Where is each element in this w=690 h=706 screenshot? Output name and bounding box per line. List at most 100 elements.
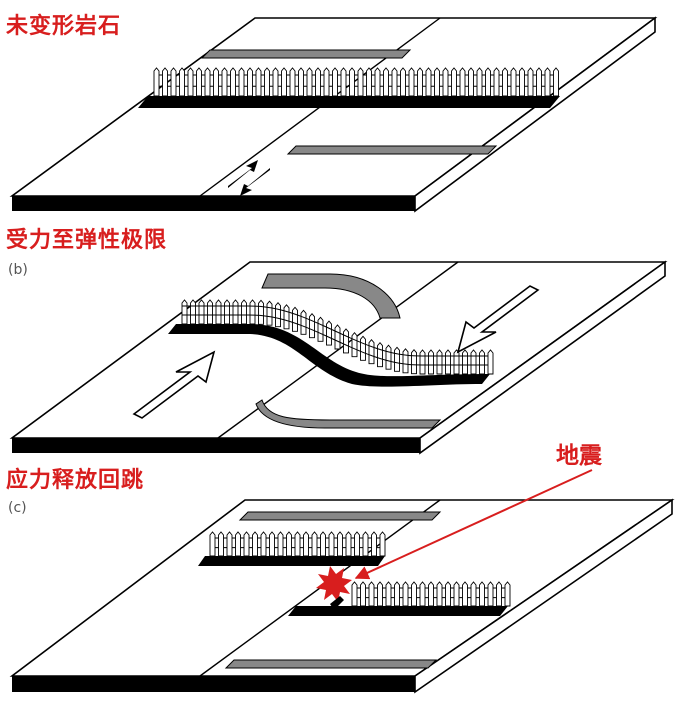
fence-picket	[204, 67, 211, 97]
fence-rail	[379, 357, 387, 361]
fence-picket	[334, 324, 341, 350]
picket-fence	[209, 531, 511, 607]
road-stripe	[200, 49, 412, 59]
fence-picket	[453, 581, 460, 607]
fence-picket	[162, 67, 168, 97]
picket-fence	[153, 67, 559, 97]
fence-picket	[340, 67, 347, 97]
fence-picket	[419, 349, 426, 375]
fence-rail	[403, 354, 411, 357]
fence-rail	[349, 346, 357, 350]
fence-rail	[271, 307, 279, 310]
fence-rail	[373, 356, 381, 359]
bent-road	[261, 273, 401, 319]
fence-rail	[367, 353, 375, 357]
fence-rail	[343, 334, 351, 339]
fence-picket	[170, 67, 177, 97]
fence-picket	[247, 67, 253, 97]
panel-a-title: 未变形岩石	[6, 14, 122, 39]
fence-picket	[527, 67, 534, 97]
fence-picket	[470, 349, 477, 375]
fence-picket	[468, 67, 474, 97]
fence-rail	[313, 330, 321, 334]
fence-picket	[181, 299, 188, 325]
fence-picket	[553, 67, 559, 97]
fence-rail	[385, 350, 393, 354]
fence-rail	[307, 327, 315, 332]
fence-rail	[391, 361, 399, 364]
fence-picket	[275, 302, 281, 328]
fence-picket	[218, 531, 224, 557]
direction-arrow-icon	[132, 285, 540, 419]
fence-picket	[252, 531, 258, 557]
fence-picket	[215, 299, 222, 325]
fence-picket	[311, 531, 318, 557]
fence-rail	[277, 308, 285, 312]
fence-picket	[289, 67, 296, 97]
fence-picket	[190, 299, 196, 325]
fence-picket	[502, 67, 508, 97]
fence-picket	[269, 531, 275, 557]
fence-rail	[367, 344, 375, 348]
fence-picket	[377, 581, 383, 607]
fence-picket	[349, 67, 355, 97]
fence-picket	[371, 531, 377, 557]
fence-picket	[230, 67, 236, 97]
fence-picket	[317, 316, 324, 342]
fence-base	[168, 324, 490, 387]
fence-rail	[259, 314, 267, 317]
slab-side-edge	[419, 260, 666, 455]
fence-rail	[373, 347, 381, 350]
fence-rail	[277, 317, 285, 321]
fence-rail	[289, 321, 297, 324]
fence-rail	[337, 340, 345, 345]
fence-picket	[436, 349, 443, 375]
fence-picket	[235, 531, 241, 557]
slab-side-edge	[414, 498, 673, 694]
fence-picket	[209, 531, 216, 557]
fence-picket	[221, 67, 228, 97]
fence-picket	[315, 67, 321, 97]
fence-rail	[385, 359, 393, 363]
fence-rail	[295, 323, 303, 327]
burst-icon	[316, 566, 352, 610]
fence-rail	[301, 316, 309, 320]
fence-picket	[323, 67, 330, 97]
fence-picket	[462, 349, 468, 375]
fence-picket	[294, 531, 301, 557]
fence-picket	[434, 67, 440, 97]
fence-base	[198, 556, 385, 566]
fence-rail	[307, 318, 315, 323]
fence-picket	[264, 67, 270, 97]
fence-rail	[337, 331, 345, 336]
fence-picket	[402, 581, 409, 607]
panel-c-sublabel: (c)	[8, 500, 27, 516]
fence-picket	[493, 67, 500, 97]
road-stripe	[286, 145, 498, 155]
fence-picket	[519, 67, 525, 97]
fence-picket	[292, 306, 298, 332]
road-stripe	[238, 511, 442, 521]
fence-picket	[377, 341, 383, 368]
fence-rail	[283, 310, 291, 314]
fence-picket	[277, 531, 284, 557]
fence-picket	[303, 531, 309, 557]
fence-picket	[485, 67, 491, 97]
fence-picket	[470, 581, 477, 607]
fence-base	[138, 96, 560, 108]
fence-rail	[397, 362, 405, 365]
fence-picket	[411, 581, 417, 607]
fence-rail	[343, 343, 351, 348]
fence-rail	[355, 339, 363, 344]
panel-c-title: 应力释放回跳	[6, 468, 145, 493]
fence-rail	[331, 329, 339, 333]
fence-picket	[320, 531, 326, 557]
fence-picket	[187, 67, 194, 97]
fence-picket	[281, 67, 287, 97]
fence-picket	[394, 346, 400, 372]
fence-rail	[313, 321, 321, 325]
fence-picket	[328, 531, 335, 557]
earthquake-label: 地震	[556, 443, 602, 469]
fence-picket	[198, 299, 205, 325]
fence-rail	[361, 351, 369, 355]
